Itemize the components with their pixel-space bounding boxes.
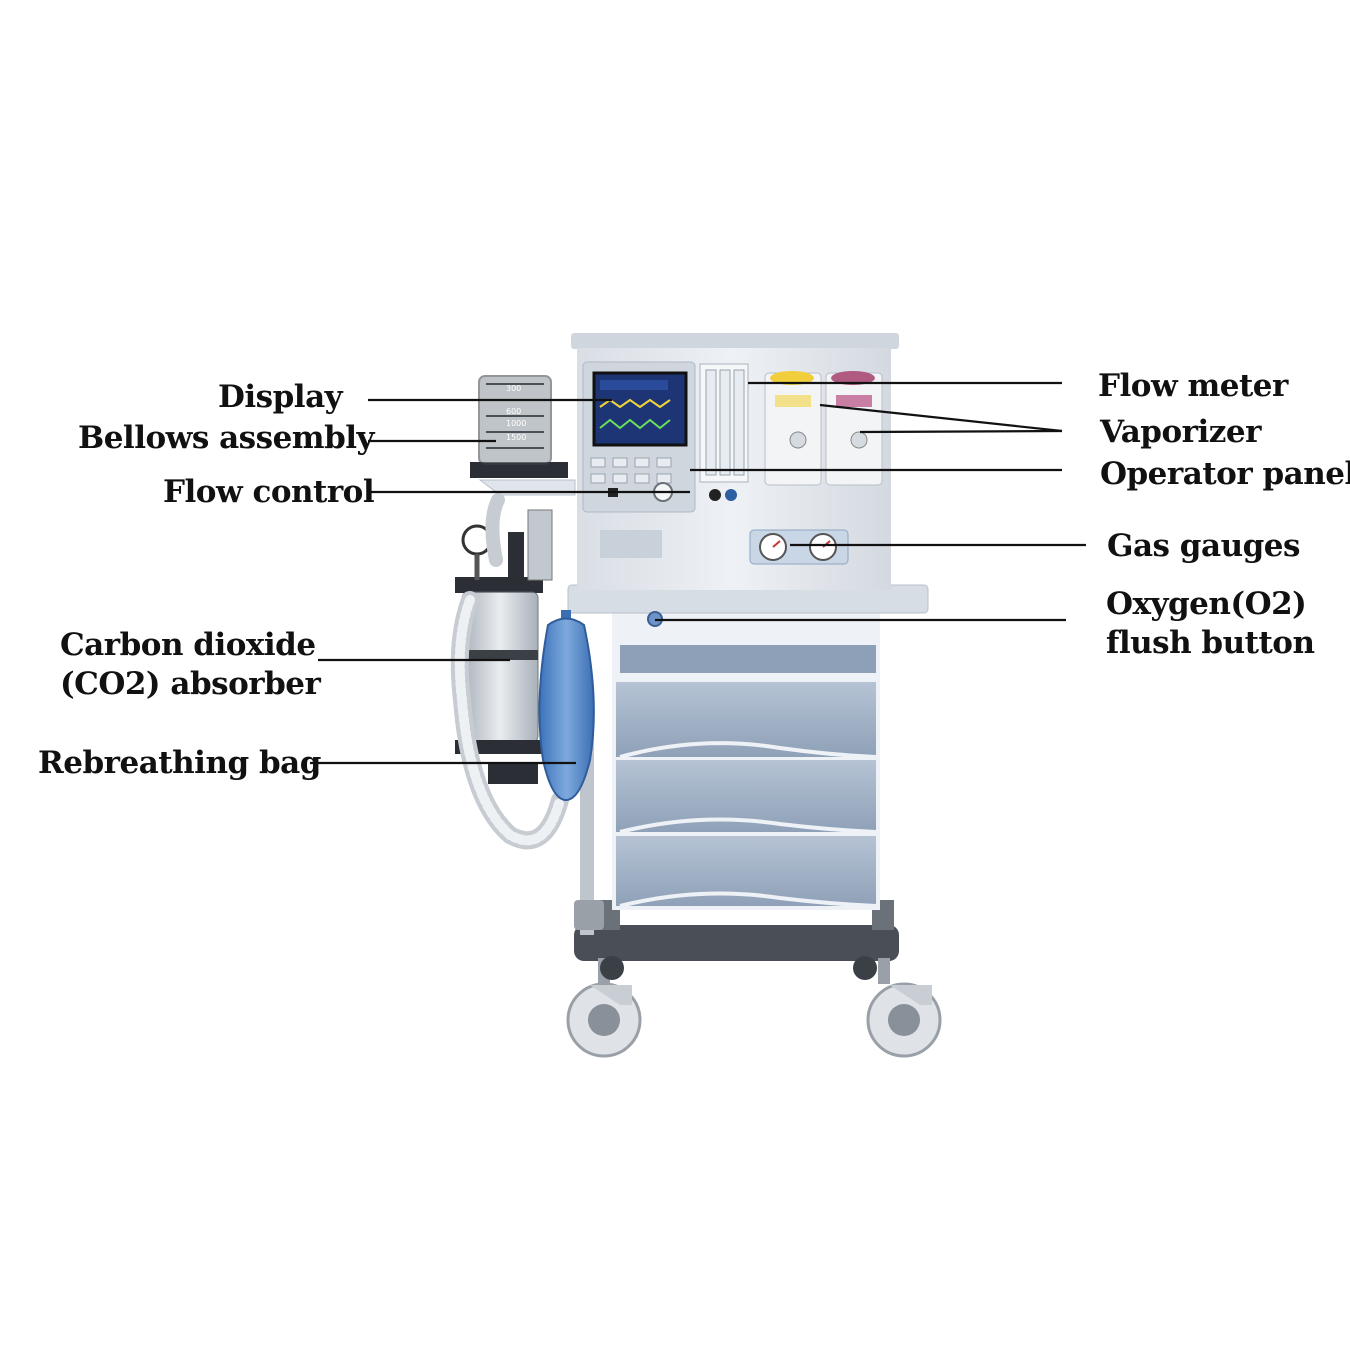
bellows-assembly-canister: 300 600 1000 1500 <box>478 375 552 465</box>
breathing-hoses <box>450 493 569 850</box>
label-rebreathing-bag: Rebreathing bag <box>38 745 321 781</box>
leader-vaporizer-a <box>819 403 1063 433</box>
co2-absorber-assembly <box>455 509 553 784</box>
label-flow-meter: Flow meter <box>1098 368 1288 404</box>
label-display: Display <box>218 379 343 415</box>
label-oxygen-flush-line2: flush button <box>1106 625 1315 661</box>
leader-vaporizer-b <box>859 429 1063 434</box>
caster-wheel-icon <box>566 956 942 1058</box>
label-vaporizer: Vaporizer <box>1100 414 1261 450</box>
bellows-scale-2: 600 <box>506 407 521 416</box>
label-oxygen-flush-line1: Oxygen(O2) <box>1106 586 1307 622</box>
bellows-scale-1: 300 <box>506 384 521 393</box>
bellows-scale-4: 1500 <box>506 433 526 442</box>
drawer-cabinet <box>612 600 880 910</box>
leader-lines <box>310 381 1086 765</box>
label-carbon-dioxide-line1: Carbon dioxide <box>60 627 316 663</box>
label-gas-gauges: Gas gauges <box>1107 528 1300 564</box>
bellows-arm <box>470 462 576 496</box>
pressure-gauge-icon <box>749 529 849 565</box>
label-operator-panel: Operator panel <box>1100 456 1350 492</box>
rebreathing-bag-shape <box>538 610 595 802</box>
machine-upper-body <box>571 333 899 590</box>
label-flow-control: Flow control <box>163 474 375 510</box>
label-carbon-dioxide-line2: (CO2) absorber <box>60 666 321 702</box>
bellows-scale-3: 1000 <box>506 419 526 428</box>
label-bellows-assembly: Bellows assembly <box>78 420 375 456</box>
